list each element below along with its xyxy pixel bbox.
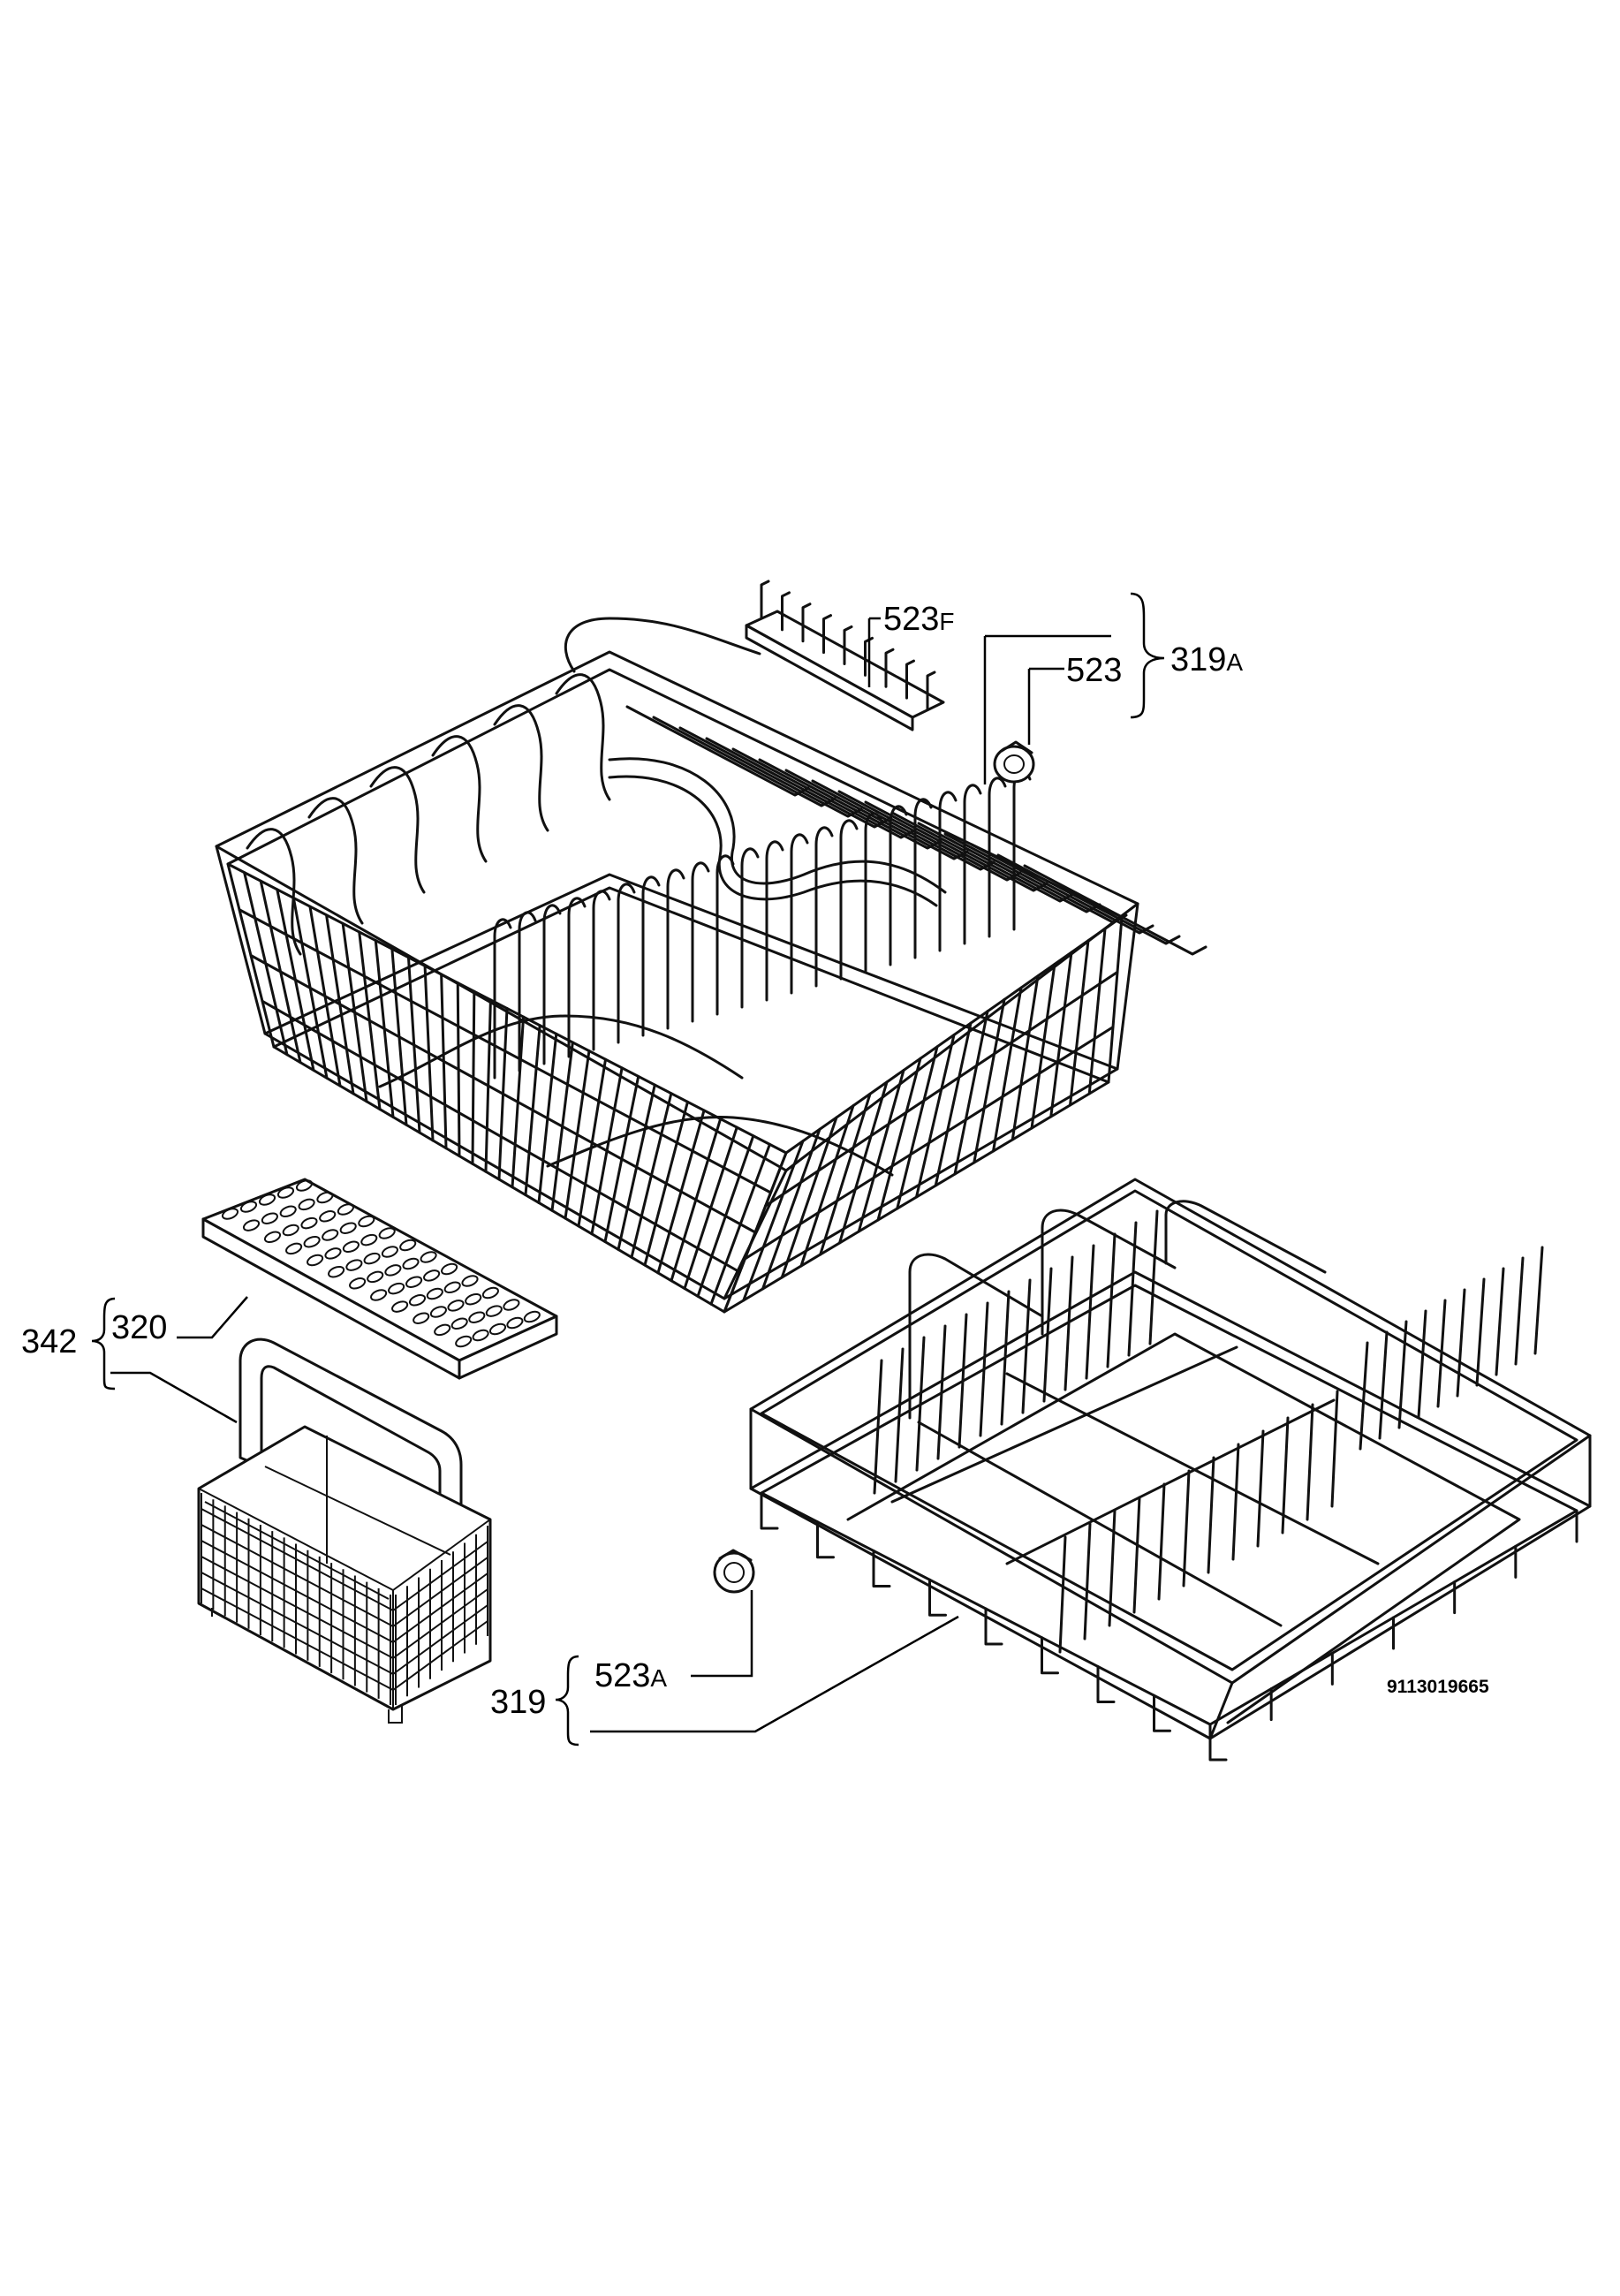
callout-319A: 319A: [1170, 643, 1243, 677]
callout-523: 523: [1066, 654, 1122, 687]
callout-suffix: A: [1226, 648, 1244, 676]
callout-number: 523: [1066, 652, 1123, 689]
part-523-roller-drawing: [993, 740, 1035, 784]
callout-suffix: F: [939, 608, 955, 635]
cutlery-tray-drawing: [201, 1178, 558, 1380]
callout-number: 320: [111, 1309, 168, 1346]
callout-342: 342: [21, 1325, 77, 1359]
leader-lines: [91, 592, 1165, 1747]
callout-523F: 523F: [883, 602, 955, 636]
callout-suffix: A: [650, 1664, 668, 1692]
callout-number: 319: [490, 1684, 547, 1721]
callout-number: 319: [1170, 641, 1227, 678]
lower-basket-drawing: [749, 1178, 1592, 1762]
callout-319: 319: [490, 1686, 546, 1719]
drawing-number: 9113019665: [1387, 1677, 1489, 1697]
callout-number: 523: [883, 601, 940, 638]
upper-basket-drawing: [215, 617, 1207, 1314]
callout-number: 523: [594, 1657, 651, 1694]
callout-523A: 523A: [594, 1659, 667, 1693]
part-523A-roller-drawing: [713, 1549, 755, 1594]
callout-number: 342: [21, 1323, 78, 1360]
cutlery-basket-drawing: [197, 1337, 492, 1724]
part-523F-drawing: [745, 580, 945, 731]
callout-320: 320: [111, 1311, 167, 1345]
